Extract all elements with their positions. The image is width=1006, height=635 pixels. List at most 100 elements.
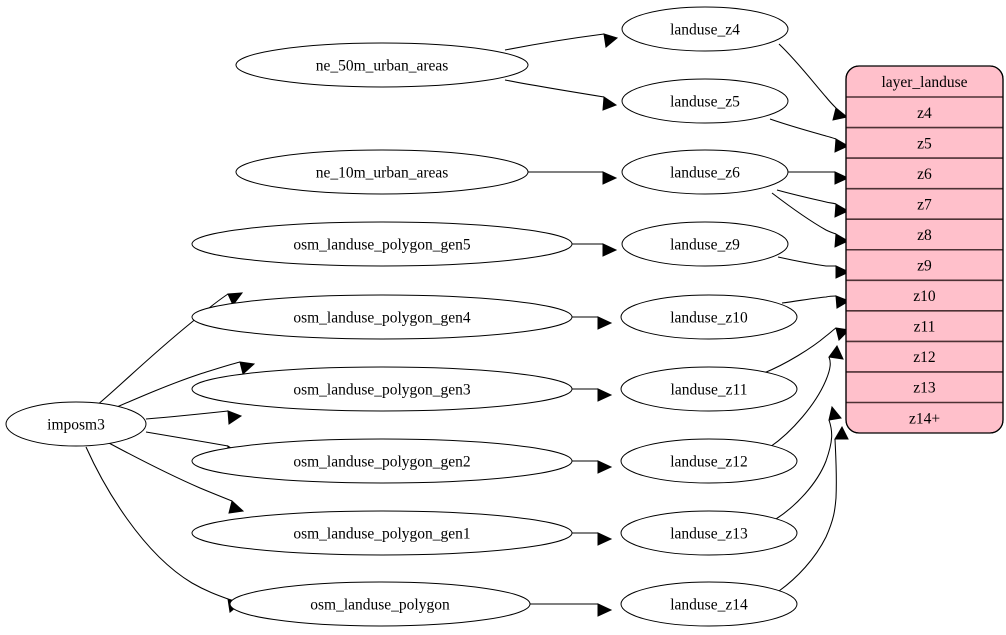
table-row-label: z9 xyxy=(917,258,932,275)
arrow-head-icon xyxy=(828,405,842,421)
edge-landuse_z10-to-z10 xyxy=(781,295,851,309)
table-title: layer_landuse xyxy=(881,74,967,91)
node-osm_landuse_polygon_gen4[interactable]: osm_landuse_polygon_gen4 xyxy=(191,294,573,340)
table-layer_landuse[interactable]: layer_landuse z4 z5 z6 z7 z8 z9 z10 z11 z12 z13 z14… xyxy=(845,65,1004,434)
node-label: osm_landuse_polygon_gen5 xyxy=(293,237,471,254)
edge-imposm3-to-osm_landuse_polygon_gen4 xyxy=(109,361,256,411)
table-row-label: z7 xyxy=(917,196,932,213)
edge-osm_landuse_polygon_gen4-to-landuse_z10 xyxy=(572,316,613,330)
node-imposm3[interactable]: imposm3 xyxy=(5,401,147,447)
node-landuse_z6[interactable]: landuse_z6 xyxy=(621,149,789,195)
arrow-head-icon xyxy=(597,460,613,474)
edge-line xyxy=(95,293,229,407)
node-landuse_z5[interactable]: landuse_z5 xyxy=(621,78,789,124)
node-landuse_z12[interactable]: landuse_z12 xyxy=(620,438,798,484)
edge-landuse_z13-to-z13 xyxy=(775,405,842,520)
node-label: landuse_z9 xyxy=(670,237,740,254)
node-label: landuse_z5 xyxy=(670,94,740,111)
table-row-z12[interactable]: z12 xyxy=(846,340,1003,366)
node-ne_10m_urban_areas[interactable]: ne_10m_urban_areas xyxy=(235,149,529,195)
node-osm_landuse_polygon_gen3[interactable]: osm_landuse_polygon_gen3 xyxy=(191,366,573,412)
table-row-label: z8 xyxy=(917,227,932,244)
node-osm_landuse_polygon[interactable]: osm_landuse_polygon xyxy=(229,581,531,627)
node-landuse_z13[interactable]: landuse_z13 xyxy=(620,510,798,556)
node-shape xyxy=(620,366,798,412)
edge-imposm3-to-osm_landuse_polygon_gen3 xyxy=(145,410,243,425)
node-shape xyxy=(191,366,573,412)
table-row-z6[interactable]: z6 xyxy=(846,157,1003,183)
node-landuse_z4[interactable]: landuse_z4 xyxy=(621,6,789,52)
edge-line xyxy=(777,256,836,267)
node-shape xyxy=(620,581,798,627)
edge-osm_landuse_polygon_gen2-to-landuse_z12 xyxy=(572,460,613,474)
table-row-label: z10 xyxy=(913,288,936,305)
table-row-z9[interactable]: z9 xyxy=(846,248,1003,275)
node-label: landuse_z14 xyxy=(670,597,748,614)
node-label: osm_landuse_polygon_gen2 xyxy=(293,454,470,471)
node-landuse_z11[interactable]: landuse_z11 xyxy=(620,366,798,412)
table-row-z13[interactable]: z13 xyxy=(846,371,1003,397)
node-landuse_z14[interactable]: landuse_z14 xyxy=(620,581,798,627)
node-osm_landuse_polygon_gen5[interactable]: osm_landuse_polygon_gen5 xyxy=(191,221,573,267)
edge-line xyxy=(763,327,837,374)
arrow-head-icon xyxy=(228,500,245,514)
table-row-z11[interactable]: z11 xyxy=(846,310,1003,336)
node-shape xyxy=(621,149,789,195)
node-landuse_z9[interactable]: landuse_z9 xyxy=(621,221,789,267)
node-label: landuse_z12 xyxy=(670,454,747,471)
node-ne_50m_urban_areas[interactable]: ne_50m_urban_areas xyxy=(235,42,529,88)
node-osm_landuse_polygon_gen1[interactable]: osm_landuse_polygon_gen1 xyxy=(191,510,573,556)
table-row-z14+[interactable]: z14+ xyxy=(846,401,1003,428)
table-row-z5[interactable]: z5 xyxy=(846,126,1003,153)
table-border xyxy=(845,65,1004,434)
arrow-head-icon xyxy=(834,203,850,218)
table-row-z8[interactable]: z8 xyxy=(846,218,1003,244)
edge-landuse_z12-to-z12 xyxy=(769,345,844,448)
arrow-head-icon xyxy=(239,361,256,375)
edge-line xyxy=(775,419,833,520)
edge-ne_50m_urban_areas-to-landuse_z4 xyxy=(504,33,619,51)
table-row-z7[interactable]: z7 xyxy=(846,187,1003,214)
arrow-head-icon xyxy=(828,345,844,360)
node-shape xyxy=(191,510,573,556)
node-label: osm_landuse_polygon_gen1 xyxy=(293,526,470,543)
arrow-head-icon xyxy=(602,96,618,111)
node-label: landuse_z4 xyxy=(670,22,740,39)
node-landuse_z10[interactable]: landuse_z10 xyxy=(620,294,798,340)
node-shape xyxy=(229,581,531,627)
edge-line xyxy=(106,441,233,502)
node-shape xyxy=(191,294,573,340)
table-row-label: z5 xyxy=(917,135,932,152)
edge-landuse_z14-to-z14+ xyxy=(778,425,849,592)
edge-line xyxy=(778,438,837,592)
arrow-head-icon xyxy=(602,171,618,185)
arrow-head-icon xyxy=(597,316,613,330)
node-label: ne_50m_urban_areas xyxy=(316,58,449,75)
node-osm_landuse_polygon_gen2[interactable]: osm_landuse_polygon_gen2 xyxy=(191,438,573,484)
node-shape xyxy=(191,221,573,267)
edge-line xyxy=(109,361,241,411)
node-label: osm_landuse_polygon_gen4 xyxy=(293,310,471,327)
edge-osm_landuse_polygon_gen5-to-landuse_z9 xyxy=(572,243,618,257)
node-shape xyxy=(621,6,789,52)
edge-osm_landuse_polygon_gen3-to-landuse_z11 xyxy=(572,388,613,402)
node-shape xyxy=(621,78,789,124)
table-row-z10[interactable]: z10 xyxy=(846,279,1003,305)
table-row-z4[interactable]: z4 xyxy=(917,105,932,122)
table-row-label: z14+ xyxy=(909,410,940,427)
node-label: landuse_z6 xyxy=(670,165,740,182)
table-row-label: z11 xyxy=(914,319,936,336)
arrow-head-icon xyxy=(834,171,850,185)
arrow-head-icon xyxy=(597,388,613,402)
node-shape xyxy=(235,149,529,195)
edge-landuse_z6-to-z7 xyxy=(776,189,850,218)
edge-landuse_z5-to-z5 xyxy=(769,118,850,153)
node-label: landuse_z13 xyxy=(670,526,748,543)
node-shape xyxy=(620,438,798,484)
arrow-head-icon xyxy=(834,138,850,153)
edge-landuse_z6-to-z6 xyxy=(788,171,850,185)
node-label: landuse_z11 xyxy=(671,382,748,399)
node-label: osm_landuse_polygon xyxy=(310,597,450,614)
arrow-head-icon xyxy=(835,295,851,309)
